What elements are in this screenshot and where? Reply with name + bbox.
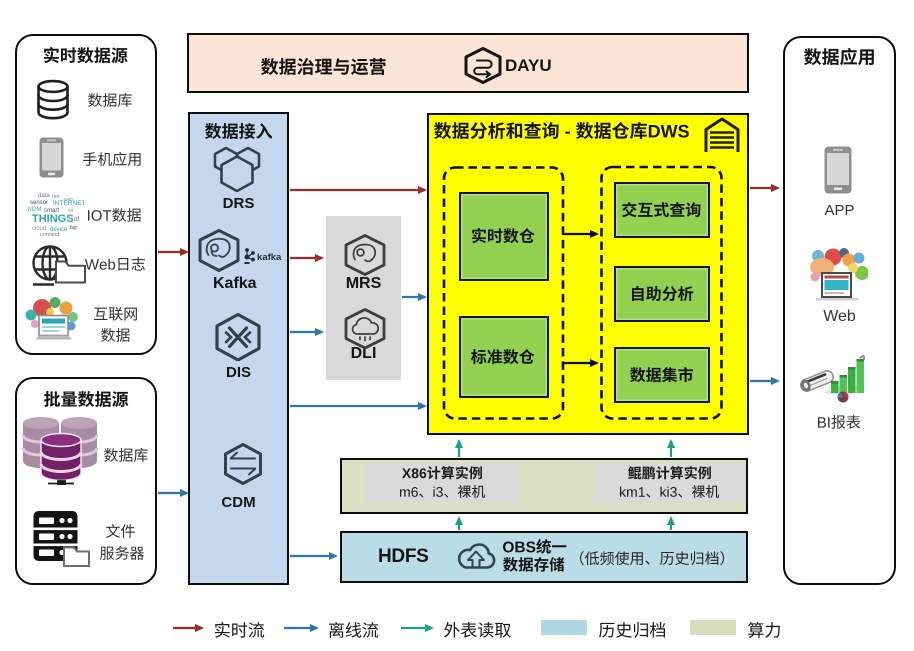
- svg-text:web: web: [64, 197, 73, 203]
- svg-text:kafka: kafka: [257, 252, 282, 263]
- svg-text:device: device: [50, 227, 68, 233]
- svg-text:of: of: [74, 217, 79, 223]
- svg-text:INTERNET: INTERNET: [53, 200, 84, 207]
- svg-text:net: net: [52, 194, 60, 200]
- svg-text:connect: connect: [40, 232, 60, 237]
- svg-text:sensor: sensor: [30, 200, 48, 206]
- svg-text:THINGS: THINGS: [32, 213, 74, 225]
- svg-text:big: big: [70, 225, 77, 231]
- svg-text:iot: iot: [68, 208, 74, 214]
- svg-text:smart: smart: [44, 208, 59, 214]
- svg-text:M2M: M2M: [28, 207, 41, 213]
- svg-text:data: data: [38, 193, 50, 199]
- svg-text:cloud: cloud: [32, 226, 46, 232]
